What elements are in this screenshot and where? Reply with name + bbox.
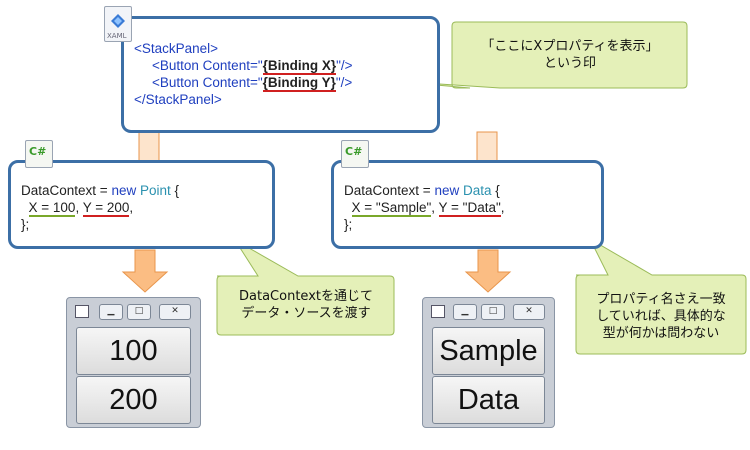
binding-x: {Binding X} (262, 58, 337, 75)
xaml-file-icon: XAML (104, 6, 132, 42)
left-y-assignment: Y = 200 (82, 200, 130, 217)
arrow-right-code-to-window (464, 249, 512, 293)
minimize-button[interactable]: ▁ (453, 304, 477, 320)
left-csharp-code-box: DataContext = new Point { X = 100, Y = 2… (8, 160, 275, 249)
right-button-x[interactable]: Sample (432, 327, 545, 375)
left-button-y[interactable]: 200 (76, 376, 191, 424)
maximize-button[interactable]: □ (481, 304, 505, 320)
window-app-icon (431, 305, 445, 318)
left-button-x[interactable]: 100 (76, 327, 191, 375)
callout-right-shape (575, 237, 747, 355)
right-window: ▁ □ ✕ Sample Data (422, 297, 555, 428)
left-code-line-1: DataContext = new Point { (21, 183, 180, 198)
close-button[interactable]: ✕ (159, 304, 191, 320)
right-code-line-1: DataContext = new Data { (344, 183, 500, 198)
callout-right-text: プロパティ名さえ一致 していれば、具体的な 型が何かは問わない (596, 292, 726, 341)
right-button-y[interactable]: Data (432, 376, 545, 424)
minimize-button[interactable]: ▁ (99, 304, 123, 320)
left-code-line-3: }; (21, 217, 30, 232)
xaml-line-4: </StackPanel> (134, 92, 222, 107)
xaml-line-3: <Button Content="{Binding Y}"/> (152, 75, 353, 92)
right-code-line-3: }; (344, 217, 353, 232)
left-csharp-file-icon: C# (25, 140, 53, 168)
left-code-line-2: X = 100, Y = 200, (28, 200, 134, 217)
callout-top-shape (379, 21, 688, 89)
callout-top-text: 「ここにXプロパティを表示」 という印 (481, 39, 659, 71)
right-x-assignment: X = "Sample" (351, 200, 432, 217)
right-csharp-code-box: DataContext = new Data { X = "Sample", Y… (331, 160, 604, 249)
right-y-assignment: Y = "Data" (438, 200, 501, 217)
left-window: ▁ □ ✕ 100 200 (66, 297, 201, 428)
xaml-line-2: <Button Content="{Binding X}"/> (152, 58, 353, 75)
xaml-code-box: <StackPanel> <Button Content="{Binding X… (121, 16, 440, 133)
callout-mid-shape (216, 239, 395, 336)
maximize-button[interactable]: □ (127, 304, 151, 320)
arrow-left-code-to-window (121, 249, 169, 293)
left-x-assignment: X = 100 (28, 200, 76, 217)
close-button[interactable]: ✕ (513, 304, 545, 320)
window-app-icon (75, 305, 89, 318)
right-csharp-file-icon: C# (341, 140, 369, 168)
binding-y: {Binding Y} (262, 75, 336, 92)
callout-mid-text: DataContextを通じて データ・ソースを渡す (239, 289, 373, 321)
xaml-line-1: <StackPanel> (134, 41, 219, 56)
right-code-line-2: X = "Sample", Y = "Data", (351, 200, 505, 217)
